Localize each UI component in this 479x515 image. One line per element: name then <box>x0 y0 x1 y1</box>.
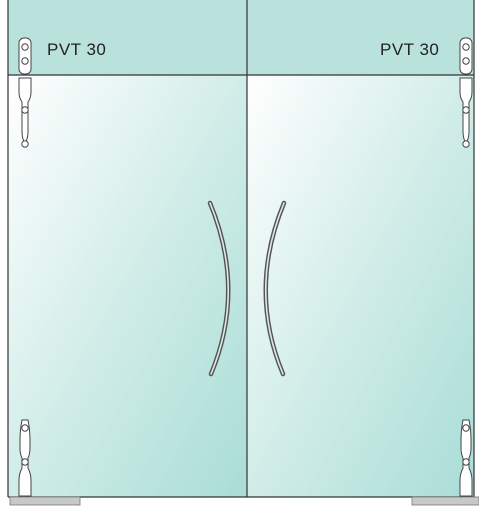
right-curved-handle-icon <box>263 200 287 377</box>
right-transom-label: PVT 30 <box>380 40 440 59</box>
left-door-glass <box>8 75 247 497</box>
left-curved-handle-icon <box>207 200 231 377</box>
right-floor-plate <box>411 496 479 506</box>
left-transom-label: PVT 30 <box>47 40 107 59</box>
left-bottom-pivot-hinge-icon <box>18 419 32 497</box>
right-transom-panel <box>247 0 474 75</box>
right-bottom-pivot-hinge-icon <box>459 419 473 497</box>
right-top-pivot-hinge-icon <box>459 37 473 148</box>
left-transom-panel <box>8 0 247 75</box>
right-door-glass <box>247 75 474 497</box>
left-floor-plate <box>9 496 81 506</box>
left-top-pivot-hinge-icon <box>18 37 32 148</box>
